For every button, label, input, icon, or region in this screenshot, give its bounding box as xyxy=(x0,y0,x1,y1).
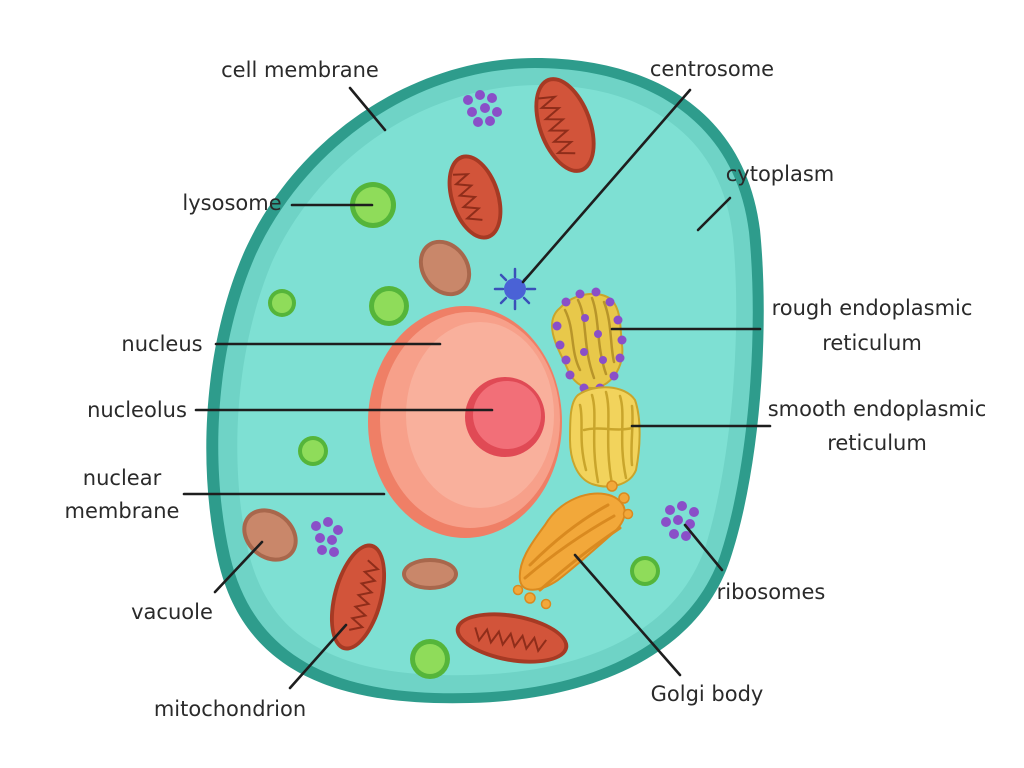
mitochondrion-4 xyxy=(455,612,569,664)
leader-mitochondrion xyxy=(288,623,348,690)
leader-vacuole xyxy=(213,540,264,594)
label-mitochondrion: mitochondrion xyxy=(154,697,306,721)
label-golgi-body: Golgi body xyxy=(651,682,764,706)
leader-lines xyxy=(182,86,772,690)
label-smooth-er-line1: smooth endoplasmic xyxy=(768,397,987,421)
label-nucleus: nucleus xyxy=(121,332,202,356)
label-nuclear-membrane-line1: nuclear xyxy=(83,466,162,490)
mitochondrion-3 xyxy=(329,543,387,651)
nucleus-group xyxy=(368,306,562,538)
label-smooth-er-line2: reticulum xyxy=(827,431,927,455)
label-rough-er-line1: rough endoplasmic xyxy=(772,296,973,320)
leader-golgi-body xyxy=(573,553,682,677)
label-cytoplasm: cytoplasm xyxy=(726,162,835,186)
label-cell-membrane: cell membrane xyxy=(221,58,379,82)
ribosome-cluster-2 xyxy=(311,517,343,557)
labels: cell membrane centrosome cytoplasm lysos… xyxy=(65,57,987,721)
leader-cell-membrane xyxy=(348,86,387,132)
cell xyxy=(206,58,764,704)
leader-centrosome xyxy=(521,88,692,284)
label-nuclear-membrane-line2: membrane xyxy=(65,499,180,523)
mitochondrion-1 xyxy=(534,77,596,173)
label-vacuole: vacuole xyxy=(131,600,213,624)
label-rough-er-line2: reticulum xyxy=(822,331,922,355)
label-nucleolus: nucleolus xyxy=(87,398,187,422)
leader-cytoplasm xyxy=(696,196,732,232)
leader-ribosomes xyxy=(683,523,724,572)
lysosomes xyxy=(268,182,660,679)
golgi-body xyxy=(512,480,634,610)
mitochondrion-2 xyxy=(447,154,503,240)
label-lysosome: lysosome xyxy=(182,191,281,215)
label-centrosome: centrosome xyxy=(650,57,774,81)
ribosome-cluster-1 xyxy=(463,90,502,127)
smooth-endoplasmic-reticulum xyxy=(568,386,641,488)
nucleolus-inner xyxy=(473,381,541,449)
label-ribosomes: ribosomes xyxy=(717,580,826,604)
